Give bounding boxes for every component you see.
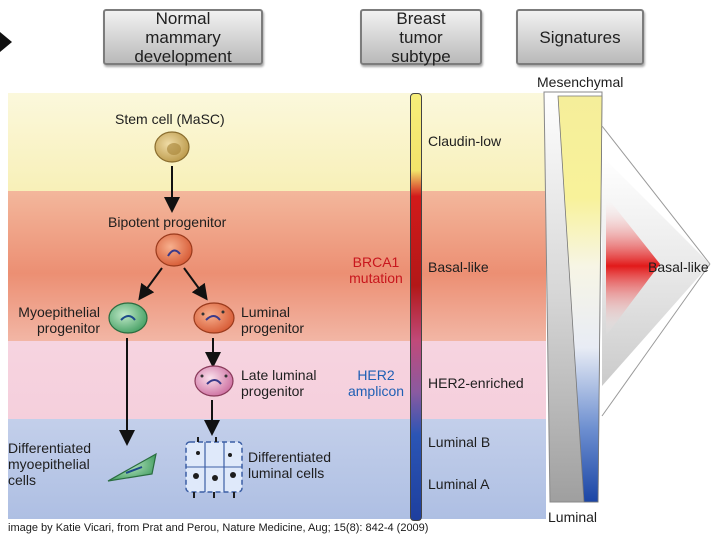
luminal-progenitor-icon	[193, 302, 235, 334]
arrow-to-myo-progenitor	[138, 267, 163, 301]
band-basal-like	[8, 191, 546, 341]
signature-gradient-graphic	[543, 91, 711, 503]
header-tumor-subtype: Breast tumor subtype	[360, 8, 482, 66]
differentiated-luminal-icon	[185, 437, 243, 498]
brca1-mutation-label: BRCA1 mutation	[349, 254, 403, 286]
differentiated-myoepithelial-icon	[107, 452, 157, 482]
signature-basal-like: Basal-like	[648, 259, 709, 275]
corner-arrow-icon	[0, 32, 12, 52]
header-tumor-subtype-label: Breast tumor subtype	[391, 8, 451, 66]
header-signatures-label: Signatures	[539, 27, 621, 47]
arrow-to-luminal-progenitor	[183, 267, 208, 301]
myoepithelial-progenitor-icon	[108, 302, 148, 334]
differentiated-luminal-label: Differentiated luminal cells	[248, 449, 332, 481]
late-luminal-progenitor-label: Late luminal progenitor	[241, 367, 317, 399]
subtype-claudin-low: Claudin-low	[428, 133, 502, 149]
signature-mesenchymal: Mesenchymal	[537, 74, 624, 90]
myoepithelial-progenitor-label: Myoepithelial progenitor	[18, 304, 100, 336]
her2-amplicon-label: HER2 amplicon	[347, 367, 405, 399]
bipotent-progenitor-label: Bipotent progenitor	[108, 214, 227, 230]
band-claudin-low	[8, 93, 546, 191]
header-normal-development-label: Normal mammary development	[134, 8, 232, 66]
band-her2-enriched	[8, 341, 546, 419]
header-signatures: Signatures	[516, 9, 644, 65]
subtype-luminal-a: Luminal A	[428, 476, 490, 492]
stem-cell-icon	[154, 131, 190, 163]
differentiated-myoepithelial-label: Differentiated myoepithelial cells	[8, 440, 92, 488]
subtype-basal-like: Basal-like	[428, 259, 489, 275]
band-luminal	[8, 419, 546, 519]
image-credit-caption: image by Katie Vicari, from Prat and Per…	[8, 522, 429, 534]
subtype-gradient-bar	[410, 93, 422, 521]
lineage-diagram	[107, 131, 243, 498]
bipotent-progenitor-icon	[155, 233, 193, 267]
header-normal-development: Normal mammary development	[103, 8, 263, 66]
signature-luminal: Luminal	[548, 509, 598, 525]
subtype-luminal-b: Luminal B	[428, 434, 491, 450]
stem-cell-label: Stem cell (MaSC)	[115, 111, 225, 127]
subtype-her2-enriched: HER2-enriched	[428, 375, 524, 391]
late-luminal-progenitor-icon	[194, 365, 234, 397]
luminal-progenitor-label: Luminal progenitor	[241, 304, 305, 336]
